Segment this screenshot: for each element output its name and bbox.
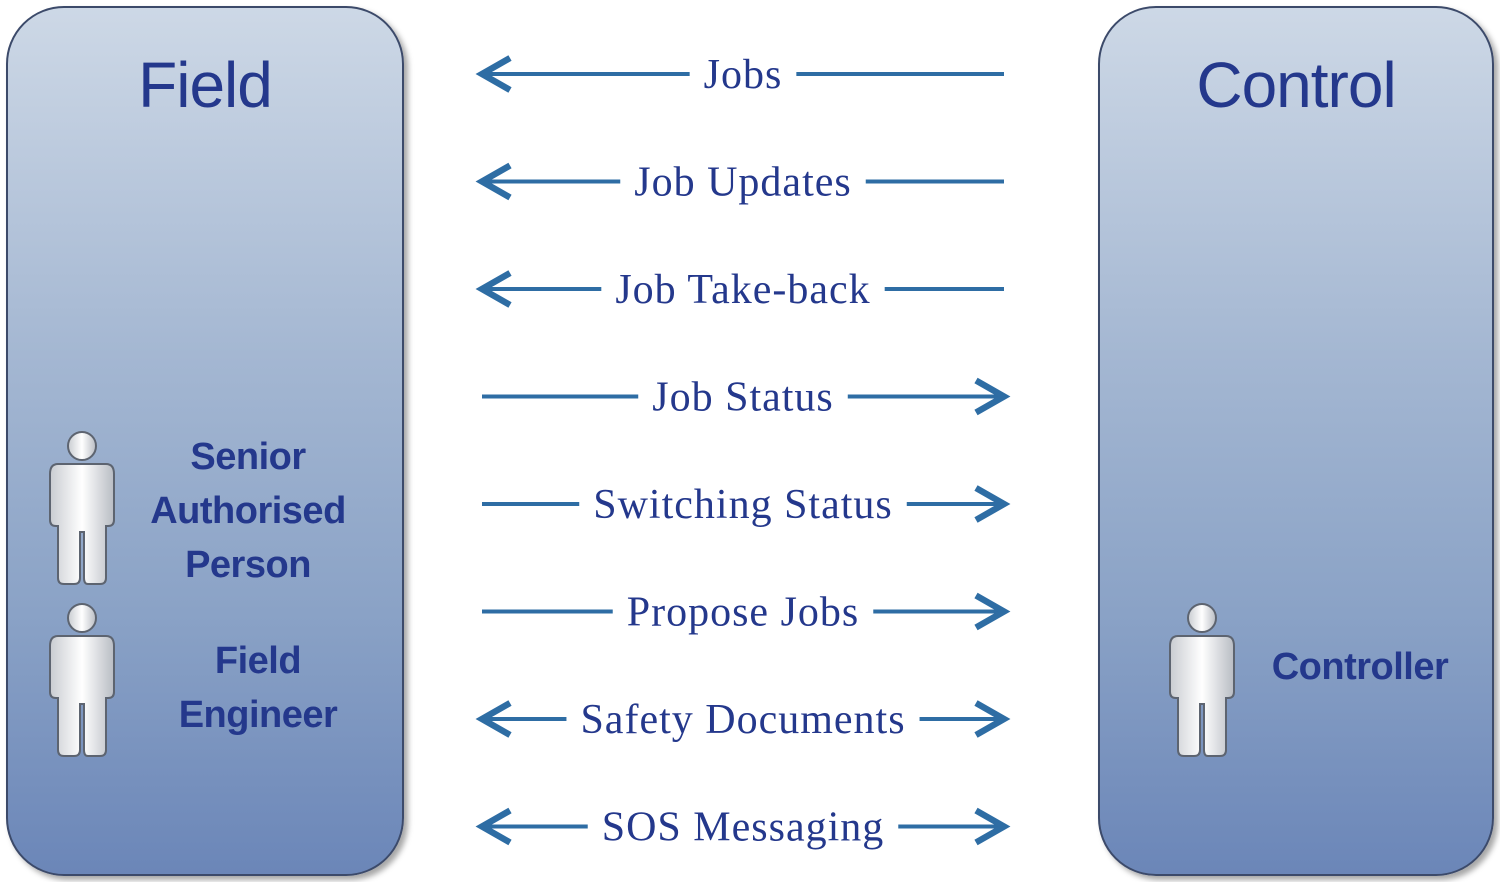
control-panel: Control Controller [1098,6,1494,876]
person-icon [49,431,115,585]
control-title: Control [1196,49,1396,121]
flow-row: Job Updates [475,160,1004,206]
person-icon [1169,603,1235,757]
flow-label: Jobs [704,52,783,98]
field-panel: Field Senior Authorised Person Field Eng… [6,6,404,876]
flow-label: Propose Jobs [627,590,860,636]
role-label-senior-authorised-person: Senior Authorised Person [150,436,346,586]
flow-row: Job Take-back [475,267,1004,313]
flow-row: Job Status [482,375,1011,421]
flow-row: Jobs [475,52,1004,98]
flow-row: Propose Jobs [482,590,1011,636]
flow-label: SOS Messaging [602,805,885,851]
role-label-field-engineer: Field Engineer [178,640,338,736]
person-icon [49,603,115,757]
flow-label: Job Status [652,375,834,421]
field-title: Field [138,49,273,121]
flow-label: Safety Documents [580,697,905,743]
role-label-controller: Controller [1271,646,1449,688]
flow-row: SOS Messaging [475,805,1011,851]
flow-label: Job Updates [634,160,851,206]
flow-row: Safety Documents [475,697,1011,743]
flow-label: Job Take-back [615,267,870,313]
flow-label: Switching Status [593,482,893,528]
flow-row: Switching Status [482,482,1011,528]
